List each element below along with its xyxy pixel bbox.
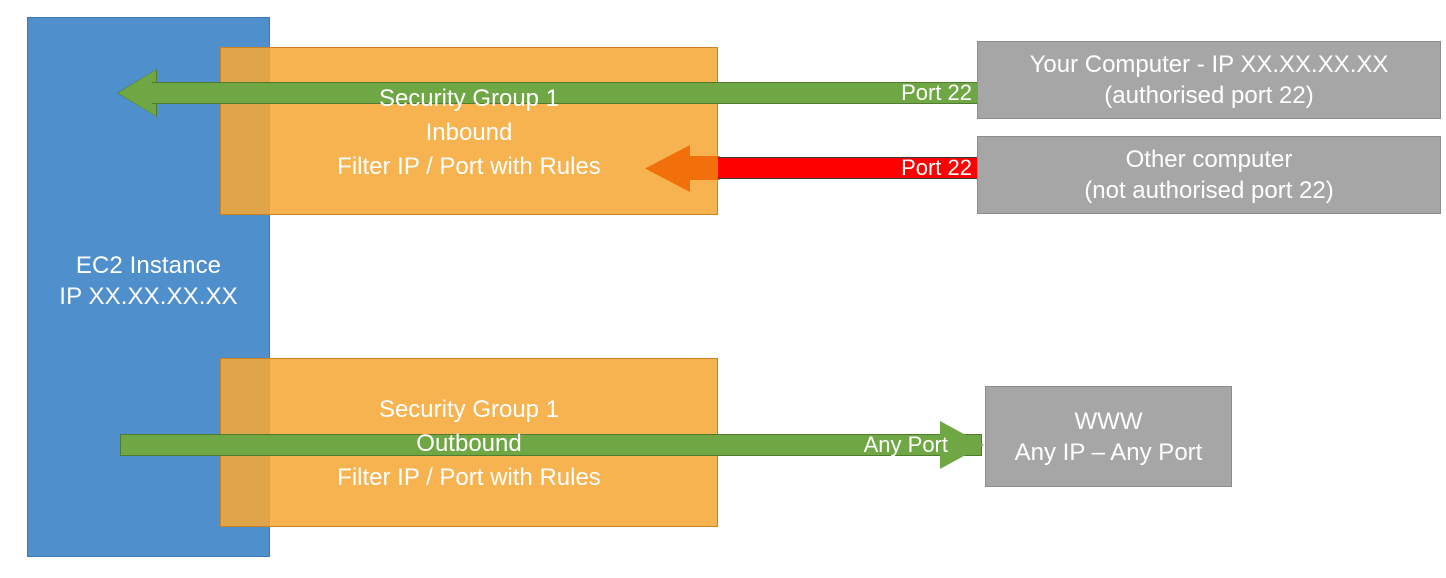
port-label-outbound-allowed: Any Port (863, 432, 948, 457)
security-group-inbound-box (220, 47, 718, 215)
other-computer-line1: Other computer (1125, 146, 1293, 173)
sg-inbound-line1: Security Group 1 (378, 85, 560, 112)
sg-outbound-line1: Security Group 1 (378, 396, 560, 423)
your-computer-line2: (authorised port 22) (1104, 82, 1314, 109)
inbound-blocked-arrow-shaft (718, 157, 977, 179)
endpoint-other-computer-box: Other computer (not authorised port 22) (977, 136, 1441, 214)
security-group-outbound-label: Security Group 1 Outbound Filter IP / Po… (221, 393, 717, 495)
sg-outbound-line2: Outbound (416, 430, 522, 457)
ec2-instance-name: EC2 Instance (75, 252, 222, 279)
other-computer-line2: (not authorised port 22) (1084, 177, 1334, 204)
your-computer-line1: Your Computer - IP XX.XX.XX.XX (1029, 51, 1389, 78)
port-label-inbound-allowed: Port 22 (901, 80, 972, 105)
security-group-inbound-label: Security Group 1 Inbound Filter IP / Por… (221, 82, 717, 184)
port-label-inbound-blocked: Port 22 (901, 155, 972, 180)
sg-outbound-line3: Filter IP / Port with Rules (337, 464, 601, 491)
sg-inbound-line2: Inbound (425, 119, 513, 146)
endpoint-www-box: WWW Any IP – Any Port (985, 386, 1232, 487)
endpoint-your-computer-box: Your Computer - IP XX.XX.XX.XX (authoris… (977, 41, 1441, 119)
inbound-blocked-arrow-stub (684, 156, 720, 180)
www-line2: Any IP – Any Port (1014, 438, 1203, 466)
www-line1: WWW (1074, 407, 1143, 435)
ec2-instance-ip: IP XX.XX.XX.XX (59, 283, 238, 310)
ec2-instance-label: EC2 Instance IP XX.XX.XX.XX (27, 250, 270, 312)
inbound-allowed-arrow-shaft (152, 82, 977, 104)
sg-inbound-line3: Filter IP / Port with Rules (337, 153, 601, 180)
